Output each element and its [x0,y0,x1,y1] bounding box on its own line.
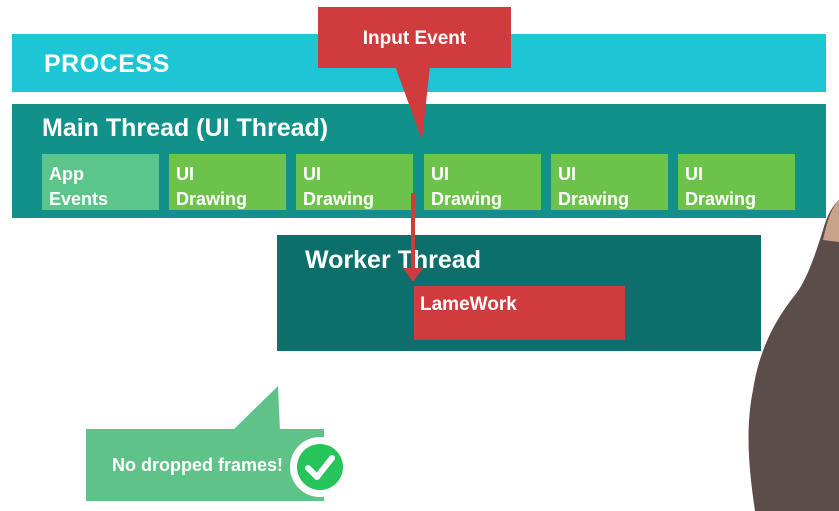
block-label-line2: Drawing [685,189,757,209]
input-event-label: Input Event [362,28,467,49]
checkmark-icon [297,444,343,490]
dispatch-arrow-head [403,268,423,282]
block-label-line2: Drawing [176,189,248,209]
lamework-task [414,286,625,340]
block-label-line1: UI [431,164,449,184]
block-label-line1: UI [176,164,194,184]
worker-thread-title: Worker Thread [305,246,481,274]
ui-drawing-block: UI Drawing [551,154,668,210]
speech-bubble [86,429,324,501]
ui-drawing-block: UI Drawing [424,154,541,210]
block-label-line2: Drawing [431,189,503,209]
ui-drawing-block: UI Drawing [169,154,286,210]
main-thread-title: Main Thread (UI Thread) [42,114,329,142]
block-label-line2: Drawing [558,189,630,209]
app-events-block: App Events [42,154,159,210]
speech-bubble-text: No dropped frames! [112,455,284,475]
process-label: PROCESS [44,50,170,78]
ui-drawing-block: UI Drawing [678,154,795,210]
block-label-line2: Events [49,189,109,209]
block-label-line1: UI [558,164,576,184]
presenter-figure [748,200,839,511]
input-event-callout [318,7,511,68]
lamework-label: LameWork [420,294,517,315]
dispatch-arrow-line [411,193,415,271]
block-label-line1: UI [685,164,703,184]
block-label-line1: App [49,164,84,184]
ui-drawing-block: UI Drawing [296,154,413,210]
block-label-line1: UI [303,164,321,184]
block-label-line2: Drawing [303,189,375,209]
